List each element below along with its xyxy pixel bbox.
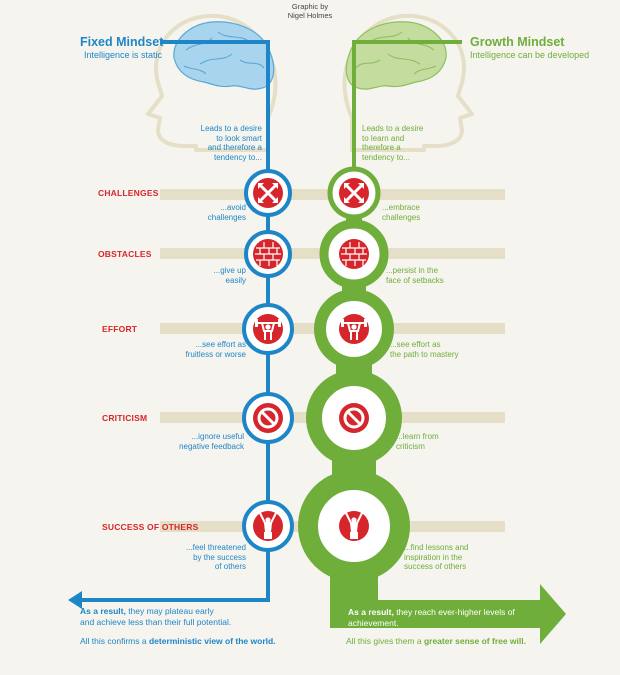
graphic-credit: Graphic by Nigel Holmes — [270, 2, 350, 20]
note-line: ...see effort as — [195, 340, 246, 349]
growth-lead-line: to learn and — [362, 133, 405, 143]
row-label-obstacles: OBSTACLES — [98, 249, 152, 259]
fixed-brick-wall-icon — [252, 238, 284, 270]
row-label-effort: EFFORT — [102, 324, 138, 334]
note-line: the path to mastery — [390, 349, 459, 359]
growth-arrow — [330, 525, 566, 644]
note-line: ...feel threatened — [185, 543, 246, 552]
growth-note-criticism: ...learn from criticism — [396, 432, 476, 451]
note-line: ...learn from — [396, 432, 439, 441]
growth-lead-note: Leads to a desire to learn and therefore… — [362, 124, 442, 162]
note-line: ...avoid — [220, 203, 246, 212]
fixed-weightlifter-icon — [252, 313, 284, 345]
fixed-winner-figure-icon — [252, 510, 284, 542]
fixed-lead-line: to look smart — [216, 133, 262, 143]
note-line: ...find lessons and — [404, 543, 469, 552]
growth-result-lead: As a result, — [348, 607, 394, 617]
growth-conclusion: All this gives them a greater sense of f… — [346, 636, 606, 647]
growth-note-effort: ...see effort as the path to mastery — [390, 340, 490, 359]
fixed-conclusion: All this confirms a deterministic view o… — [80, 636, 340, 647]
fixed-lead-line: and therefore a — [207, 143, 262, 152]
note-line: easily — [225, 275, 246, 285]
note-line: challenges — [207, 212, 246, 222]
note-line: ...ignore useful — [191, 432, 244, 441]
note-line: face of setbacks — [386, 275, 444, 285]
row-label-criticism: CRITICISM — [102, 413, 148, 423]
growth-winner-figure-icon — [338, 510, 370, 542]
fixed-note-challenges: ...avoid challenges — [186, 203, 246, 222]
growth-mindset-subtitle: Intelligence can be developed — [470, 50, 590, 60]
growth-weightlifter-icon — [338, 313, 370, 345]
growth-result-line1: they reach ever-higher levels of achieve… — [348, 607, 515, 628]
note-line: inspiration in the — [404, 552, 463, 562]
fixed-lead-line: tendency to... — [213, 152, 262, 162]
growth-note-obstacles: ...persist in the face of setbacks — [386, 266, 476, 285]
credit-line-1: Graphic by — [291, 2, 329, 11]
growth-lead-line: Leads to a desire — [362, 124, 424, 133]
credit-line-2: Nigel Holmes — [287, 11, 333, 20]
fixed-mindset-title: Fixed Mindset — [80, 35, 164, 49]
growth-no-sign-icon — [337, 401, 371, 435]
row-label-challenges: CHALLENGES — [98, 188, 159, 198]
fixed-cross-arrows-icon — [251, 176, 285, 210]
growth-mindset-title: Growth Mindset — [470, 35, 565, 49]
note-line: fruitless or worse — [185, 349, 246, 359]
growth-lead-line: therefore a — [362, 143, 401, 152]
growth-note-challenges: ...embrace challenges — [382, 203, 462, 222]
fixed-conclusion-text: All this confirms a — [80, 636, 149, 646]
fixed-result: As a result, they may plateau early and … — [80, 606, 280, 628]
note-line: of others — [214, 562, 246, 571]
fixed-lead-line: Leads to a desire — [200, 124, 262, 133]
fixed-result-line2: and achieve less than their full potenti… — [80, 617, 232, 627]
fixed-note-criticism: ...ignore useful negative feedback — [156, 432, 244, 451]
note-line: ...persist in the — [386, 266, 439, 275]
growth-result: As a result, they reach ever-higher leve… — [348, 607, 548, 629]
note-line: success of others — [404, 562, 467, 571]
growth-lead-line: tendency to... — [362, 152, 411, 162]
growth-conclusion-text: All this gives them a — [346, 636, 424, 646]
fixed-lead-note: Leads to a desire to look smart and ther… — [188, 124, 262, 162]
fixed-note-success: ...feel threatened by the success of oth… — [160, 543, 246, 572]
fixed-no-sign-icon — [251, 401, 285, 435]
note-line: ...embrace — [382, 203, 420, 212]
growth-cross-arrows-icon — [337, 176, 371, 210]
growth-conclusion-bold: greater sense of free will. — [423, 636, 526, 646]
growth-brick-wall-icon — [338, 238, 370, 270]
fixed-result-line1: they may plateau early — [125, 606, 214, 616]
row-label-success-of-others: SUCCESS OF OTHERS — [102, 522, 199, 532]
note-line: ...give up — [213, 266, 246, 275]
fixed-note-effort: ...see effort as fruitless or worse — [166, 340, 246, 359]
note-line: negative feedback — [179, 441, 244, 451]
fixed-note-obstacles: ...give up easily — [186, 266, 246, 285]
note-line: challenges — [382, 212, 421, 222]
growth-note-success: ...find lessons and inspiration in the s… — [404, 543, 500, 572]
note-line: ...see effort as — [390, 340, 441, 349]
fixed-conclusion-bold: deterministic view of the world. — [148, 636, 276, 646]
note-line: criticism — [396, 441, 425, 451]
fixed-result-lead: As a result, — [80, 606, 126, 616]
fixed-arrowhead — [68, 591, 82, 609]
fixed-mindset-subtitle: Intelligence is static — [84, 50, 163, 60]
note-line: by the success — [193, 552, 246, 562]
